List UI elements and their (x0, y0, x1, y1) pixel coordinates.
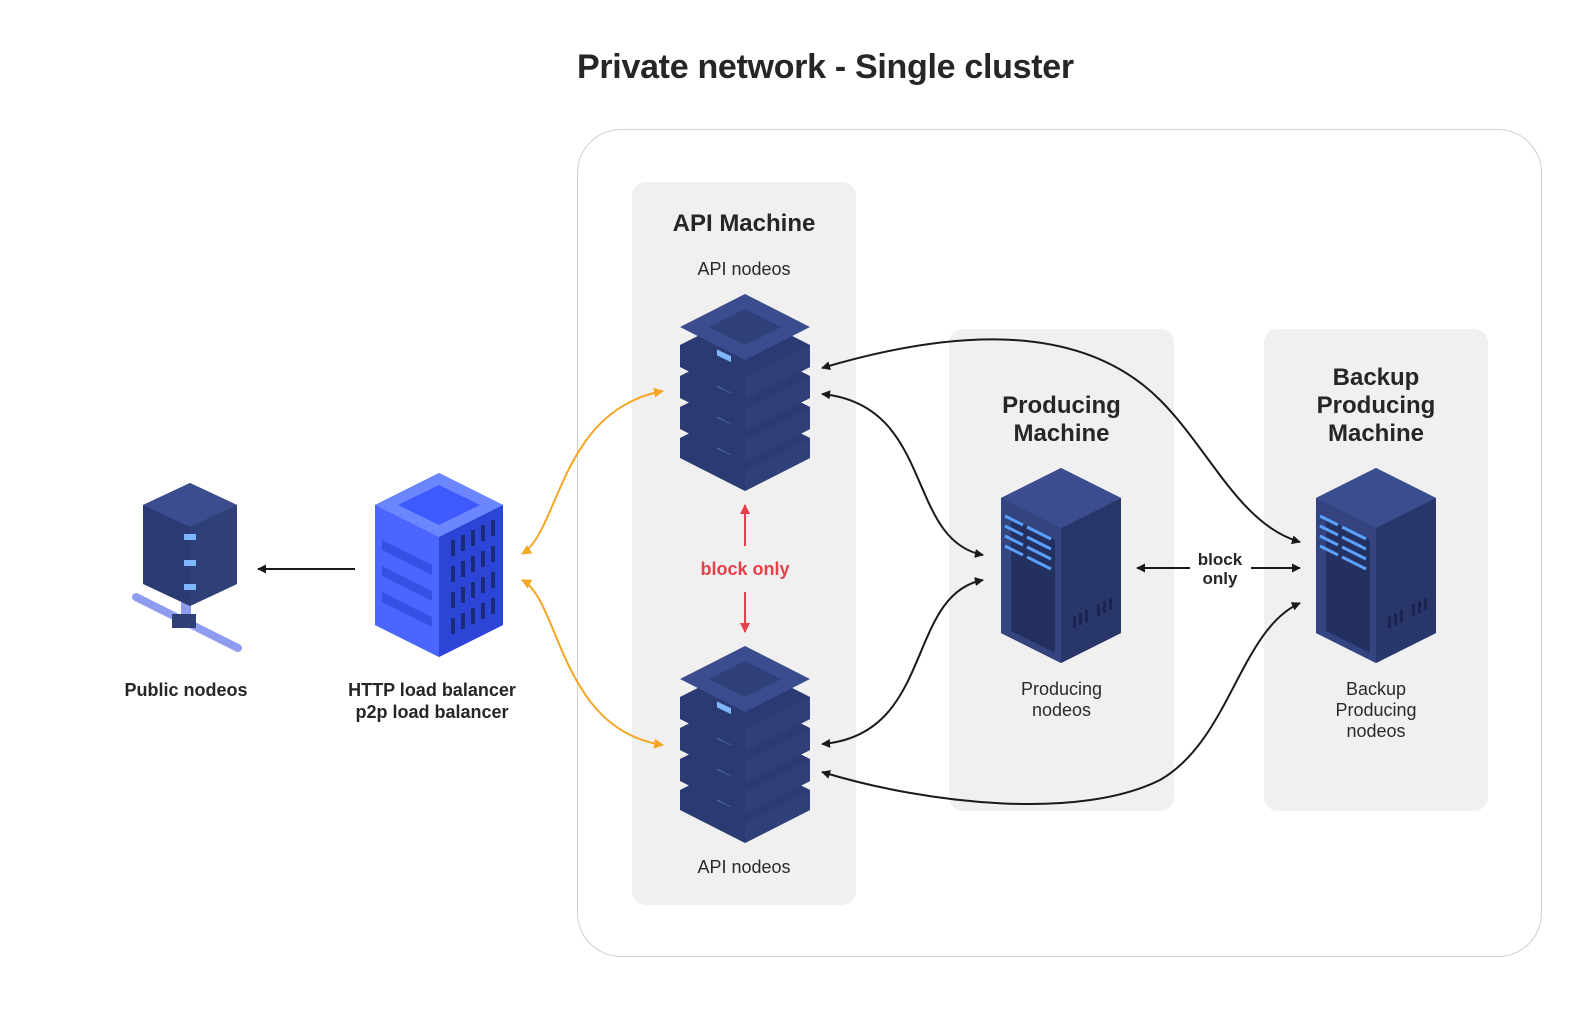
api-nodeos-bottom-label: API nodeos (697, 857, 791, 877)
backup-machine-title-line2: Producing (1316, 392, 1436, 419)
lb-api-bottom-arrow (521, 579, 664, 749)
api-nodeos-top-server-icon (680, 294, 810, 491)
api-bottom-to-producer-arrow (821, 577, 984, 748)
public-nodeos-server-icon (132, 483, 242, 652)
backup-nodeos-label-line3: nodeos (1346, 721, 1406, 741)
backup-machine-title-line3: Machine (1327, 420, 1425, 447)
backup-machine-title-line1: Backup (1332, 364, 1420, 391)
api-top-to-producer-arrow (821, 390, 984, 558)
producer-block-only-label-line2: only (1203, 569, 1238, 588)
backup-nodeos-label-line2: Producing (1335, 700, 1417, 720)
api-machine-title: API Machine (672, 210, 816, 237)
lb-api-top-arrow (521, 387, 664, 555)
public-nodeos-label: Public nodeos (124, 680, 248, 700)
api-nodeos-bottom-server-icon (680, 646, 810, 843)
load-balancer-label-line1: HTTP load balancer (348, 680, 516, 700)
load-balancer-server-icon (375, 473, 503, 657)
load-balancer-label-line2: p2p load balancer (355, 702, 509, 722)
producer-block-only-label-line1: block (1198, 550, 1243, 569)
api-bottom-to-backup-arrow (821, 602, 1301, 806)
backup-nodeos-label-line1: Backup (1345, 679, 1407, 699)
backup-machine-title: Backup Producing Machine (1264, 364, 1488, 448)
api-nodeos-top-label: API nodeos (697, 259, 791, 279)
page-title: Private network - Single cluster (577, 48, 1074, 86)
load-balancer-label: HTTP load balancer p2p load balancer (322, 679, 542, 723)
api-top-to-backup-arrow (821, 338, 1301, 545)
api-block-only-label: block only (700, 559, 789, 579)
producing-nodeos-server-icon (1001, 468, 1121, 663)
backup-nodeos-server-icon (1316, 468, 1436, 663)
backup-nodeos-label: Backup Producing nodeos (1264, 679, 1488, 742)
